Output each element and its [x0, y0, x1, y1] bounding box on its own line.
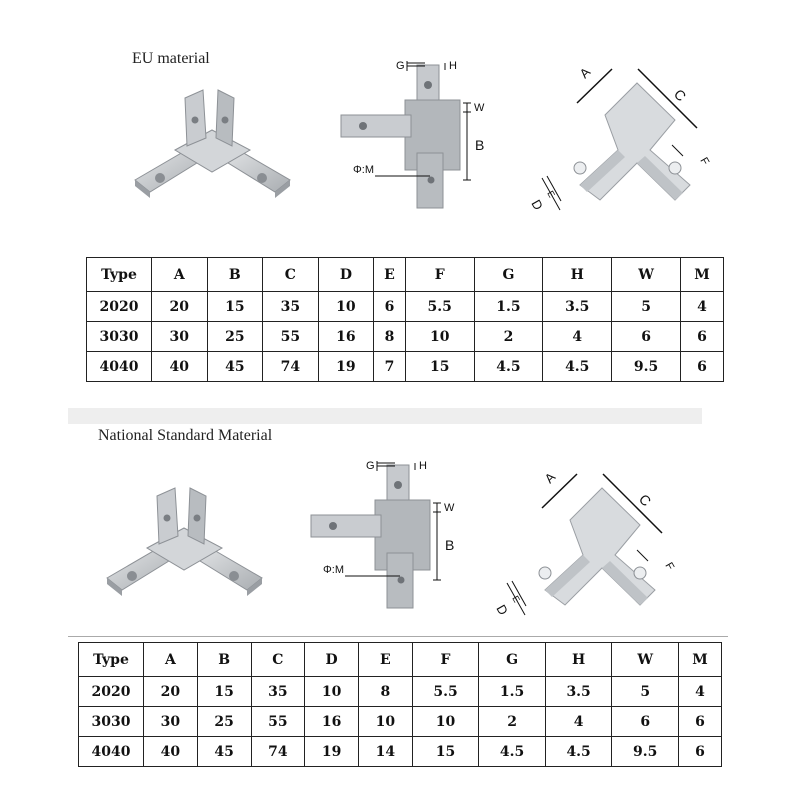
- label-d: D: [528, 197, 546, 213]
- label-h: H: [449, 60, 457, 72]
- label-f: F: [697, 156, 711, 168]
- label-e: E: [510, 594, 522, 604]
- section-title-national: National Standard Material: [98, 427, 273, 444]
- section-divider-band: [68, 408, 702, 424]
- label-g: G: [396, 60, 405, 72]
- label-c: C: [671, 86, 689, 104]
- iso-bracket-image-national: [106, 487, 263, 596]
- label-d: D: [493, 602, 511, 618]
- table-header-row: Type A B C D E F G H W M: [86, 257, 724, 292]
- label-h: H: [419, 460, 427, 472]
- label-phi-m: Φ:M: [353, 164, 374, 176]
- section-divider-rule: [68, 636, 728, 637]
- label-a: A: [542, 469, 559, 486]
- label-a: A: [577, 64, 594, 81]
- label-f: F: [662, 561, 676, 573]
- top-view-diagram-national: A C F D E: [493, 469, 676, 618]
- table-header-row: Type A B C D E F G H W M: [78, 642, 722, 677]
- label-g: G: [366, 460, 375, 472]
- label-b: B: [475, 137, 484, 153]
- section-title-eu: EU material: [132, 50, 210, 67]
- iso-bracket-image-eu: [134, 89, 291, 198]
- label-phi-m: Φ:M: [323, 564, 344, 576]
- label-e: E: [545, 189, 557, 199]
- side-view-diagram-national: G H W B Φ:M: [310, 460, 455, 609]
- label-w: W: [474, 102, 485, 114]
- side-view-diagram-eu: G H W B Φ:M: [340, 60, 485, 209]
- label-c: C: [636, 491, 654, 509]
- label-b: B: [445, 537, 454, 553]
- top-view-diagram-eu: A C F D E: [528, 64, 711, 213]
- label-w: W: [444, 502, 455, 514]
